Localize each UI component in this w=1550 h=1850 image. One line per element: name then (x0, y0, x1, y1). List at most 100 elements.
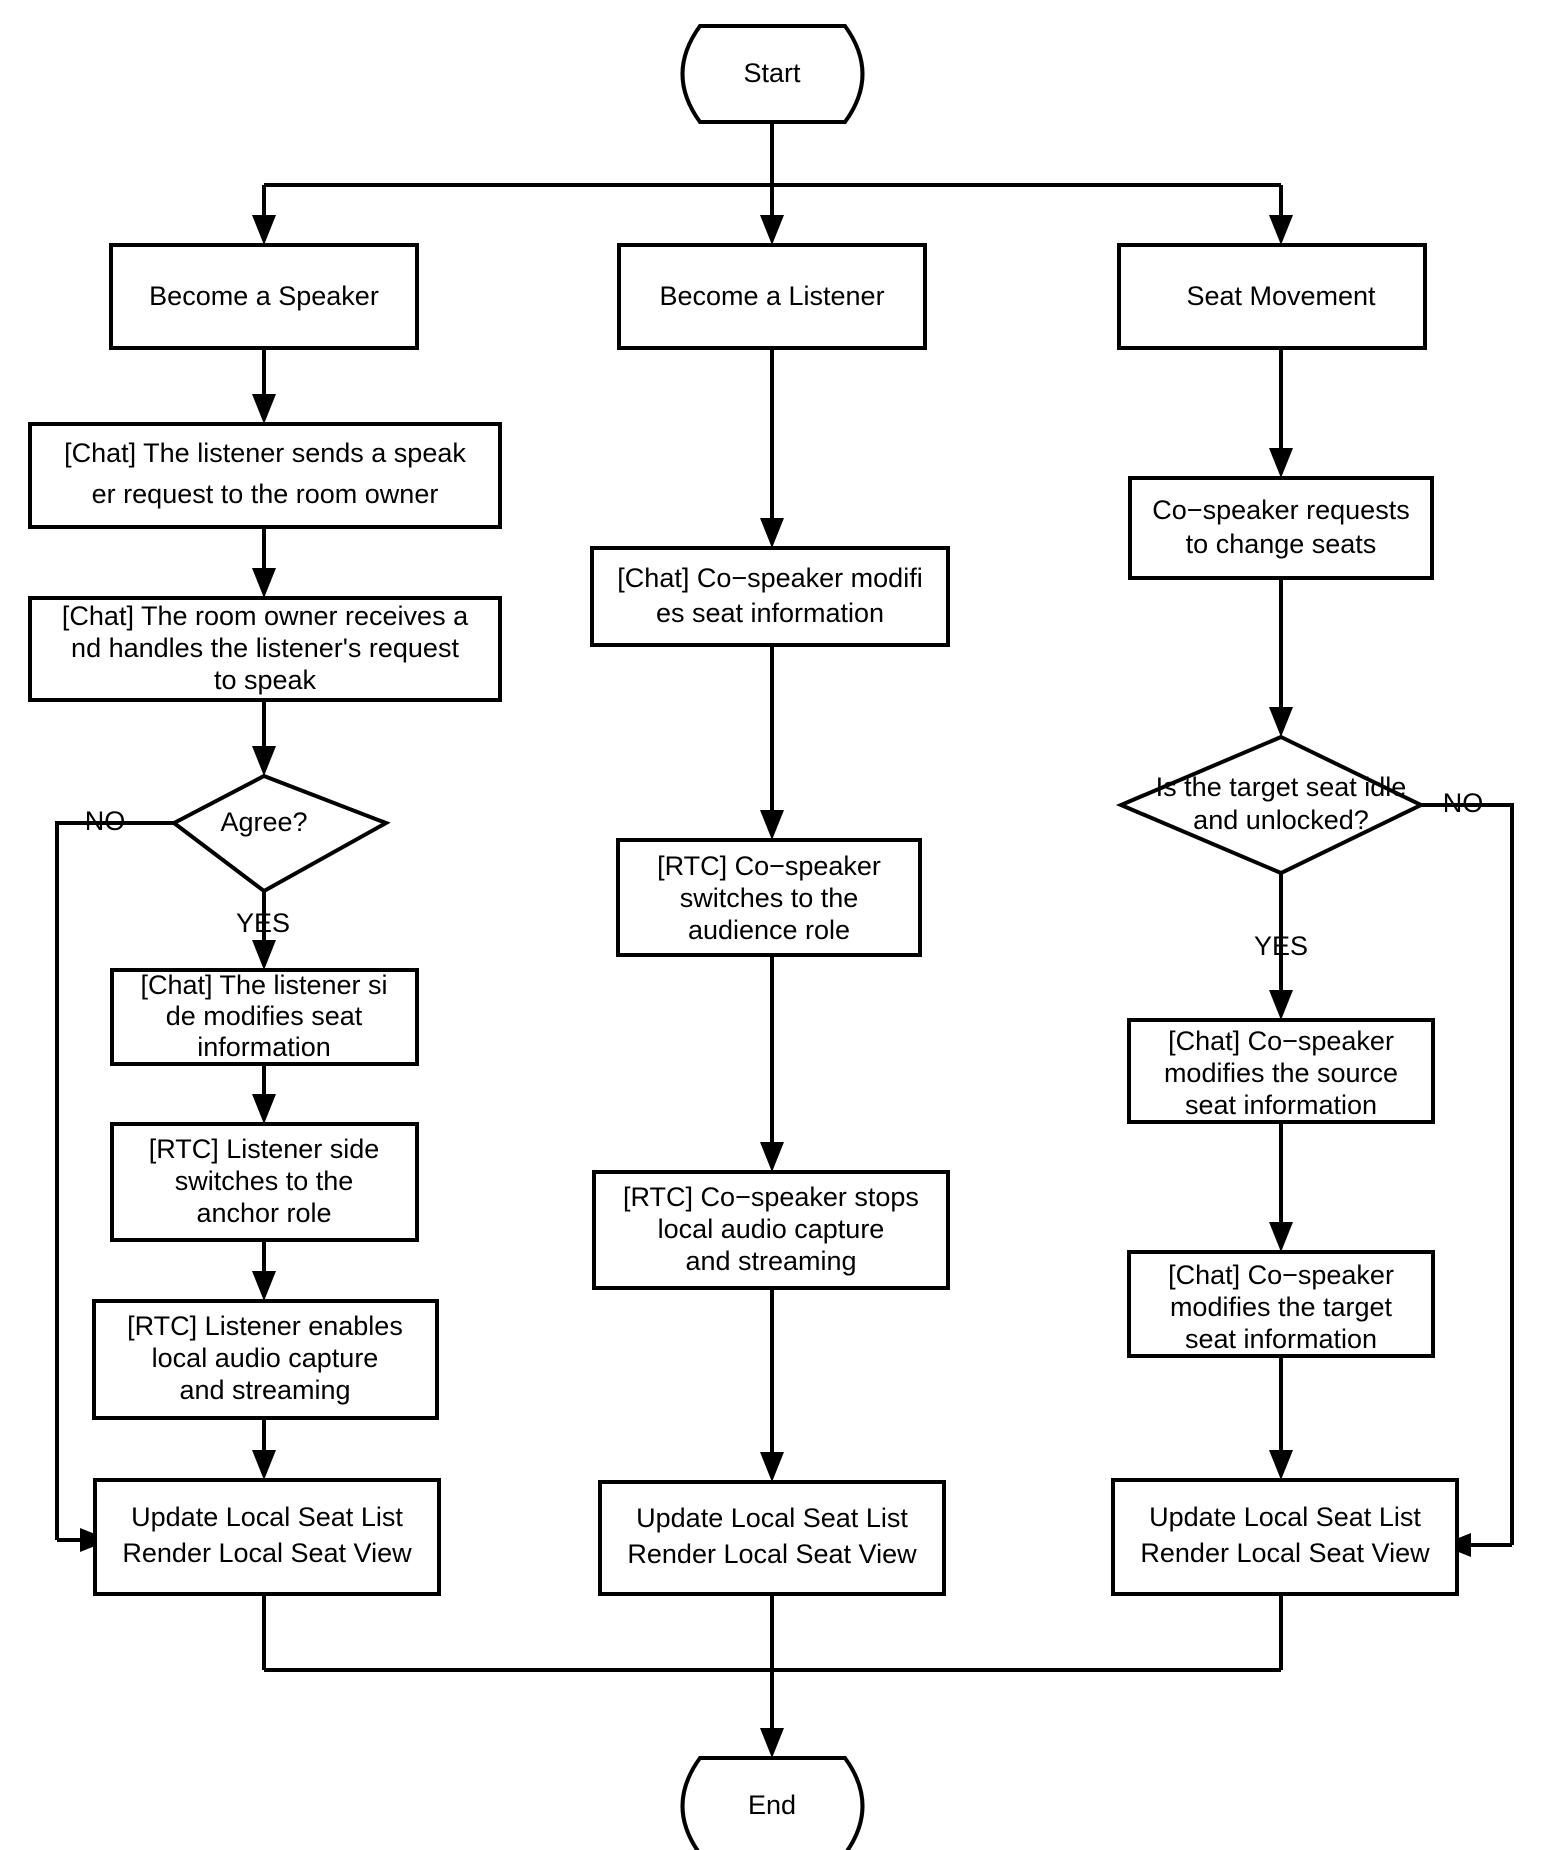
node-mov-source-seat-line-2: seat information (1185, 1090, 1377, 1120)
node-start[interactable]: Start (680, 24, 865, 124)
node-spk-modify-seat-line-1: de modifies seat (166, 1001, 363, 1031)
node-mov-request[interactable]: Co−speaker requests to change seats (1128, 476, 1434, 580)
spk-request-shape (28, 422, 502, 529)
node-end-label: End (748, 1790, 796, 1820)
branch-speaker-shape (109, 243, 419, 350)
arrowhead-request-to-handle (252, 568, 276, 598)
edge-label-agree-yes: YES (236, 908, 290, 938)
node-spk-update-line-0: Update Local Seat List (131, 1502, 403, 1532)
branch-seat-shape (1117, 243, 1427, 350)
start-shape (680, 24, 865, 124)
node-spk-switch-role-line-0: [RTC] Listener side (149, 1134, 380, 1164)
node-mov-decision[interactable]: Is the target seat idle and unlocked? (1115, 734, 1426, 876)
edges-layer (55, 122, 1514, 1758)
node-spk-enable-audio-line-0: [RTC] Listener enables (127, 1311, 403, 1341)
lst-update-shape (598, 1480, 946, 1596)
node-mov-source-seat-line-0: [Chat] Co−speaker (1168, 1026, 1394, 1056)
node-lst-update-line-0: Update Local Seat List (636, 1503, 908, 1533)
arrowhead-seatdecision-yes (1269, 990, 1293, 1020)
node-spk-switch-role[interactable]: [RTC] Listener side switches to the anch… (110, 1122, 419, 1242)
node-branch-speaker[interactable]: Become a Speaker (109, 243, 419, 350)
arrowhead-lstmodify-to-switchrole (760, 810, 784, 840)
node-mov-target-seat[interactable]: [Chat] Co−speaker modifies the target se… (1127, 1250, 1435, 1358)
arrowhead-source-to-target (1269, 1222, 1293, 1252)
node-mov-target-seat-line-2: seat information (1185, 1324, 1377, 1354)
node-spk-handle-line-0: [Chat] The room owner receives a (62, 601, 469, 631)
node-mov-target-seat-line-0: [Chat] Co−speaker (1168, 1260, 1394, 1290)
end-shape (680, 1756, 865, 1850)
arrowhead-handle-to-agree (252, 746, 276, 776)
edge-label-seat-yes: YES (1254, 931, 1308, 961)
node-mov-update[interactable]: Update Local Seat List Render Local Seat… (1111, 1478, 1459, 1596)
lst-stop-audio-shape (592, 1170, 950, 1290)
node-lst-stop-audio[interactable]: [RTC] Co−speaker stops local audio captu… (592, 1170, 950, 1290)
arrowhead-seat-to-request (1269, 448, 1293, 478)
node-start-label: Start (743, 58, 801, 88)
node-branch-seat-label: Seat Movement (1186, 281, 1376, 311)
node-lst-modify-seat-line-0: [Chat] Co−speaker modifi (617, 563, 922, 593)
edge-seatdecision-no (1421, 803, 1514, 1545)
node-mov-request-line-1: to change seats (1186, 529, 1377, 559)
spk-switch-role-shape (110, 1122, 419, 1242)
node-spk-request-line-1: er request to the room owner (92, 479, 439, 509)
node-spk-handle[interactable]: [Chat] The room owner receives a nd hand… (28, 596, 502, 702)
edge-agree-no (55, 821, 174, 1540)
node-spk-decision-label: Agree? (220, 807, 307, 837)
node-branch-speaker-label: Become a Speaker (149, 281, 379, 311)
arrowhead-speaker-to-request (252, 394, 276, 424)
node-branch-listener-label: Become a Listener (659, 281, 884, 311)
node-spk-enable-audio[interactable]: [RTC] Listener enables local audio captu… (92, 1299, 439, 1420)
node-spk-update[interactable]: Update Local Seat List Render Local Seat… (93, 1478, 441, 1596)
node-mov-decision-line-1: and unlocked? (1193, 805, 1369, 835)
node-lst-stop-audio-line-1: local audio capture (658, 1214, 885, 1244)
arrowhead-modifyseat-to-switchrole (252, 1094, 276, 1124)
arrowhead-movrequest-to-decision (1269, 707, 1293, 737)
spk-modify-seat-shape (110, 968, 419, 1066)
nodes-layer: Start Become a Speaker Become a Listener… (28, 24, 1459, 1850)
node-lst-modify-seat[interactable]: [Chat] Co−speaker modifi es seat informa… (590, 546, 950, 647)
lst-modify-seat-shape (590, 546, 950, 647)
arrowhead-bus-to-seat (1269, 215, 1293, 245)
arrowhead-enableaudio-to-update (252, 1450, 276, 1480)
arrowhead-target-to-update (1269, 1450, 1293, 1480)
arrowhead-listener-to-modifyseat (760, 518, 784, 548)
mov-target-seat-shape (1127, 1250, 1435, 1358)
node-lst-update-line-1: Render Local Seat View (627, 1539, 917, 1569)
node-lst-stop-audio-line-2: and streaming (685, 1246, 856, 1276)
node-mov-source-seat[interactable]: [Chat] Co−speaker modifies the source se… (1127, 1018, 1435, 1124)
node-spk-request-line-0: [Chat] The listener sends a speak (64, 438, 466, 468)
node-lst-switch-role-line-2: audience role (688, 915, 850, 945)
spk-decision-shape (170, 773, 391, 894)
branch-listener-shape (617, 243, 927, 350)
spk-handle-shape (28, 596, 502, 702)
mov-request-shape (1128, 476, 1434, 580)
arrowhead-bus-to-listener (760, 215, 784, 245)
arrowhead-converge-to-end (760, 1728, 784, 1758)
node-spk-switch-role-line-2: anchor role (196, 1198, 331, 1228)
node-spk-handle-line-1: nd handles the listener's request (71, 633, 459, 663)
arrowhead-bus-to-speaker (252, 215, 276, 245)
node-lst-update[interactable]: Update Local Seat List Render Local Seat… (598, 1480, 946, 1596)
node-spk-switch-role-line-1: switches to the (175, 1166, 354, 1196)
arrowhead-agree-yes (252, 940, 276, 970)
node-spk-decision[interactable]: Agree? (170, 773, 391, 894)
edge-label-agree-no: NO (85, 806, 126, 836)
node-mov-update-line-1: Render Local Seat View (1140, 1538, 1430, 1568)
node-spk-enable-audio-line-2: and streaming (179, 1375, 350, 1405)
node-lst-modify-seat-line-1: es seat information (656, 598, 884, 628)
node-end[interactable]: End (680, 1756, 865, 1850)
node-mov-update-line-0: Update Local Seat List (1149, 1502, 1421, 1532)
spk-update-shape (93, 1478, 441, 1596)
node-mov-source-seat-line-1: modifies the source (1164, 1058, 1398, 1088)
node-spk-update-line-1: Render Local Seat View (122, 1538, 412, 1568)
node-lst-switch-role-line-1: switches to the (680, 883, 859, 913)
node-mov-target-seat-line-1: modifies the target (1170, 1292, 1393, 1322)
node-spk-modify-seat-line-0: [Chat] The listener si (140, 970, 387, 1000)
node-lst-switch-role[interactable]: [RTC] Co−speaker switches to the audienc… (616, 838, 922, 957)
node-branch-listener[interactable]: Become a Listener (617, 243, 927, 350)
node-spk-request[interactable]: [Chat] The listener sends a speak er req… (28, 422, 502, 529)
node-branch-seat[interactable]: Seat Movement (1117, 243, 1427, 350)
node-spk-modify-seat[interactable]: [Chat] The listener si de modifies seat … (110, 968, 419, 1066)
